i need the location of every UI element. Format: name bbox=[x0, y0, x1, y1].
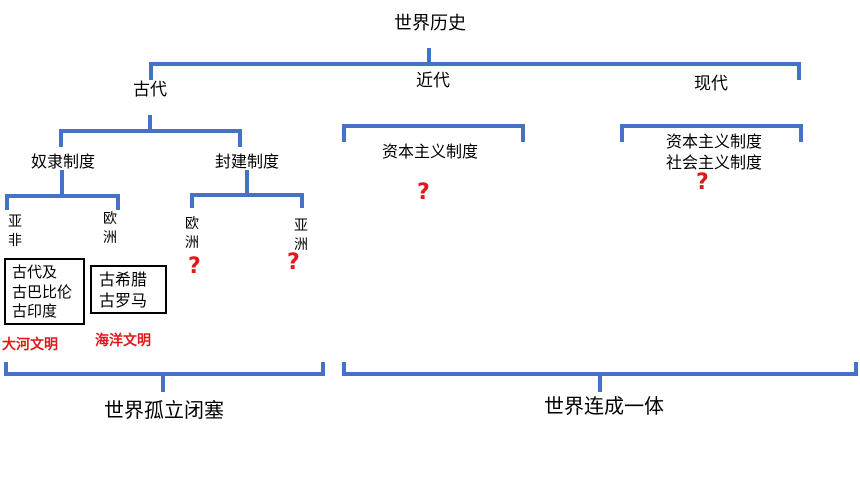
unity-bracket bbox=[342, 362, 858, 392]
summary-isolation-label: 世界孤立闭塞 bbox=[104, 398, 224, 422]
contemporary-bracket bbox=[620, 124, 803, 142]
civ-line: 古希腊 bbox=[99, 270, 148, 289]
feudal-system-bracket bbox=[190, 170, 304, 208]
era-contemporary-label: 现代 bbox=[694, 74, 728, 94]
region-europe-feudal: 欧洲 bbox=[185, 216, 199, 251]
modern-capitalism-label: 资本主义制度 bbox=[381, 142, 479, 161]
question-mark-contemporary: ? bbox=[696, 170, 709, 195]
contemporary-socialism-label: 社会主义制度 bbox=[665, 153, 763, 172]
era-ancient-label: 古代 bbox=[133, 80, 167, 100]
question-mark-europe: ? bbox=[188, 254, 201, 279]
isolation-bracket bbox=[4, 362, 325, 392]
river-civilization-box: 古代及 古巴比伦 古印度 bbox=[4, 258, 85, 325]
summary-unity-label: 世界连成一体 bbox=[544, 394, 664, 418]
root-label: 世界历史 bbox=[394, 13, 466, 34]
region-europe-slave: 欧洲 bbox=[103, 211, 117, 246]
feudal-system-label: 封建制度 bbox=[214, 152, 280, 171]
contemporary-capitalism-label: 资本主义制度 bbox=[665, 132, 763, 151]
region-asia-africa: 亚非 bbox=[8, 214, 22, 249]
ancient-bracket bbox=[59, 115, 242, 147]
civ-line: 古代及 bbox=[12, 263, 58, 281]
modern-bracket bbox=[342, 124, 525, 142]
ocean-civilization-box: 古希腊 古罗马 bbox=[90, 265, 167, 314]
slave-system-label: 奴隶制度 bbox=[30, 152, 96, 171]
civ-line: 古巴比伦 bbox=[12, 282, 73, 301]
ocean-civilization-caption: 海洋文明 bbox=[95, 333, 151, 349]
civ-line: 古罗马 bbox=[99, 290, 148, 310]
root-bracket bbox=[149, 48, 801, 80]
region-asia-feudal: 亚洲 bbox=[294, 218, 308, 253]
civ-line: 古印度 bbox=[12, 302, 58, 320]
question-mark-asia: ? bbox=[287, 250, 300, 275]
river-civilization-caption: 大河文明 bbox=[2, 337, 58, 353]
era-modern-label: 近代 bbox=[416, 71, 450, 91]
question-mark-modern: ? bbox=[417, 180, 430, 205]
slave-system-bracket bbox=[5, 170, 120, 210]
